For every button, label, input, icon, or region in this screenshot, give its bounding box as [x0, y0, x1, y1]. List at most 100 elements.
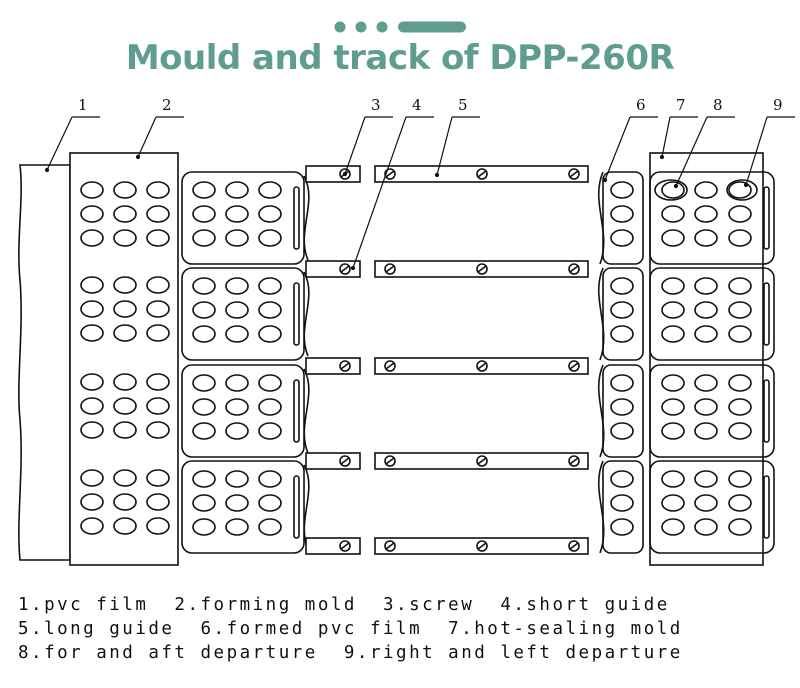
screw-slot: [569, 362, 579, 370]
blister-cavity: [225, 325, 249, 343]
callout-leader: [675, 116, 708, 187]
right-and-left-departure: [726, 179, 758, 201]
blister-cavity: [728, 325, 752, 343]
block-slot: [763, 186, 770, 250]
blister-block: [649, 267, 775, 361]
block-outline: [181, 460, 305, 554]
blister-cavity: [80, 397, 104, 415]
screw: [384, 360, 396, 372]
blister-block: [649, 171, 775, 265]
blister-cavity: [661, 398, 685, 416]
blister-cavity: [728, 470, 752, 488]
block-outline: [181, 171, 305, 265]
screw-slot: [477, 170, 487, 178]
screw: [568, 540, 580, 552]
blister-cavity: [694, 398, 718, 416]
screw-slot: [385, 362, 395, 370]
torn-edge: [303, 368, 310, 454]
callout-dot: [743, 182, 749, 188]
blister-cavity: [80, 469, 104, 487]
blister-cavity: [80, 421, 104, 439]
blister-cavity: [80, 373, 104, 391]
torn-edge: [597, 364, 605, 458]
screw: [384, 168, 396, 180]
screw: [384, 540, 396, 552]
block-outline: [649, 460, 775, 554]
screw-slot: [569, 457, 579, 465]
hot-sealing-mold: [649, 152, 764, 566]
short-guide: [305, 452, 361, 470]
blister-cavity: [225, 398, 249, 416]
blister-cavity: [225, 229, 249, 247]
screw: [476, 168, 488, 180]
blister-cavity: [80, 205, 104, 223]
callout-leader: [137, 116, 157, 158]
blister-cavity: [694, 374, 718, 392]
short-guide: [305, 357, 361, 375]
blister-cavity: [610, 301, 634, 319]
screw-slot: [569, 170, 579, 178]
blister-cavity: [661, 325, 685, 343]
blister-cavity: [258, 494, 282, 512]
blister-cavity: [113, 373, 137, 391]
blister-cavity: [258, 398, 282, 416]
callout-dot: [602, 177, 608, 183]
blister-cavity: [728, 398, 752, 416]
blister-cavity: [192, 229, 216, 247]
blister-cavity: [113, 469, 137, 487]
blister-cavity: [146, 181, 170, 199]
blister-cavity: [661, 518, 685, 536]
blister-cavity: [610, 518, 634, 536]
blister-cavity: [113, 324, 137, 342]
decoration-dot: [334, 21, 346, 33]
blister-cavity: [192, 277, 216, 295]
callout-dot: [673, 183, 679, 189]
blister-cavity: [728, 277, 752, 295]
blister-cavity: [192, 301, 216, 319]
torn-edge: [597, 267, 605, 361]
blister-cavity: [728, 422, 752, 440]
callout-dot: [135, 154, 141, 160]
callout-dot: [44, 167, 50, 173]
part-number-label: 4: [412, 96, 422, 114]
blister-cavity: [80, 181, 104, 199]
legend-line: 1.pvc film 2.forming mold 3.screw 4.shor…: [18, 595, 670, 615]
blister-cavity: [661, 374, 685, 392]
screw: [476, 455, 488, 467]
forming-mold-cavities: [80, 181, 170, 535]
blister-cavity: [610, 398, 634, 416]
formed-film-block: [602, 364, 644, 458]
block-slot: [293, 282, 300, 346]
block-outline: [181, 267, 305, 361]
blister-cavity: [225, 518, 249, 536]
blister-block: [181, 364, 305, 458]
part-number-label: 7: [676, 96, 686, 114]
blister-cavity: [728, 518, 752, 536]
blister-block: [181, 171, 305, 265]
blister-cavity: [192, 494, 216, 512]
screw-slot: [477, 265, 487, 273]
blister-block: [649, 460, 775, 554]
blister-cavity: [661, 470, 685, 488]
blister-cavity: [694, 301, 718, 319]
screw-slot: [477, 457, 487, 465]
part-number-label: 2: [162, 96, 172, 114]
formed-film-block: [602, 267, 644, 361]
blister-cavity: [610, 470, 634, 488]
part-number-label: 5: [458, 96, 468, 114]
pvc-film: [18, 164, 71, 561]
blister-block: [649, 364, 775, 458]
screw-slot: [569, 542, 579, 550]
blister-cavity: [661, 229, 685, 247]
blister-cavity: [146, 421, 170, 439]
page-title: Mould and track of DPP-260R: [125, 38, 675, 78]
forming-mold: [69, 152, 179, 566]
blister-cavity: [113, 493, 137, 511]
blister-cavity: [225, 374, 249, 392]
screw-slot: [340, 542, 350, 550]
torn-edge: [303, 271, 310, 357]
blister-cavity: [610, 229, 634, 247]
blister-cavity: [146, 276, 170, 294]
blister-cavity: [694, 277, 718, 295]
